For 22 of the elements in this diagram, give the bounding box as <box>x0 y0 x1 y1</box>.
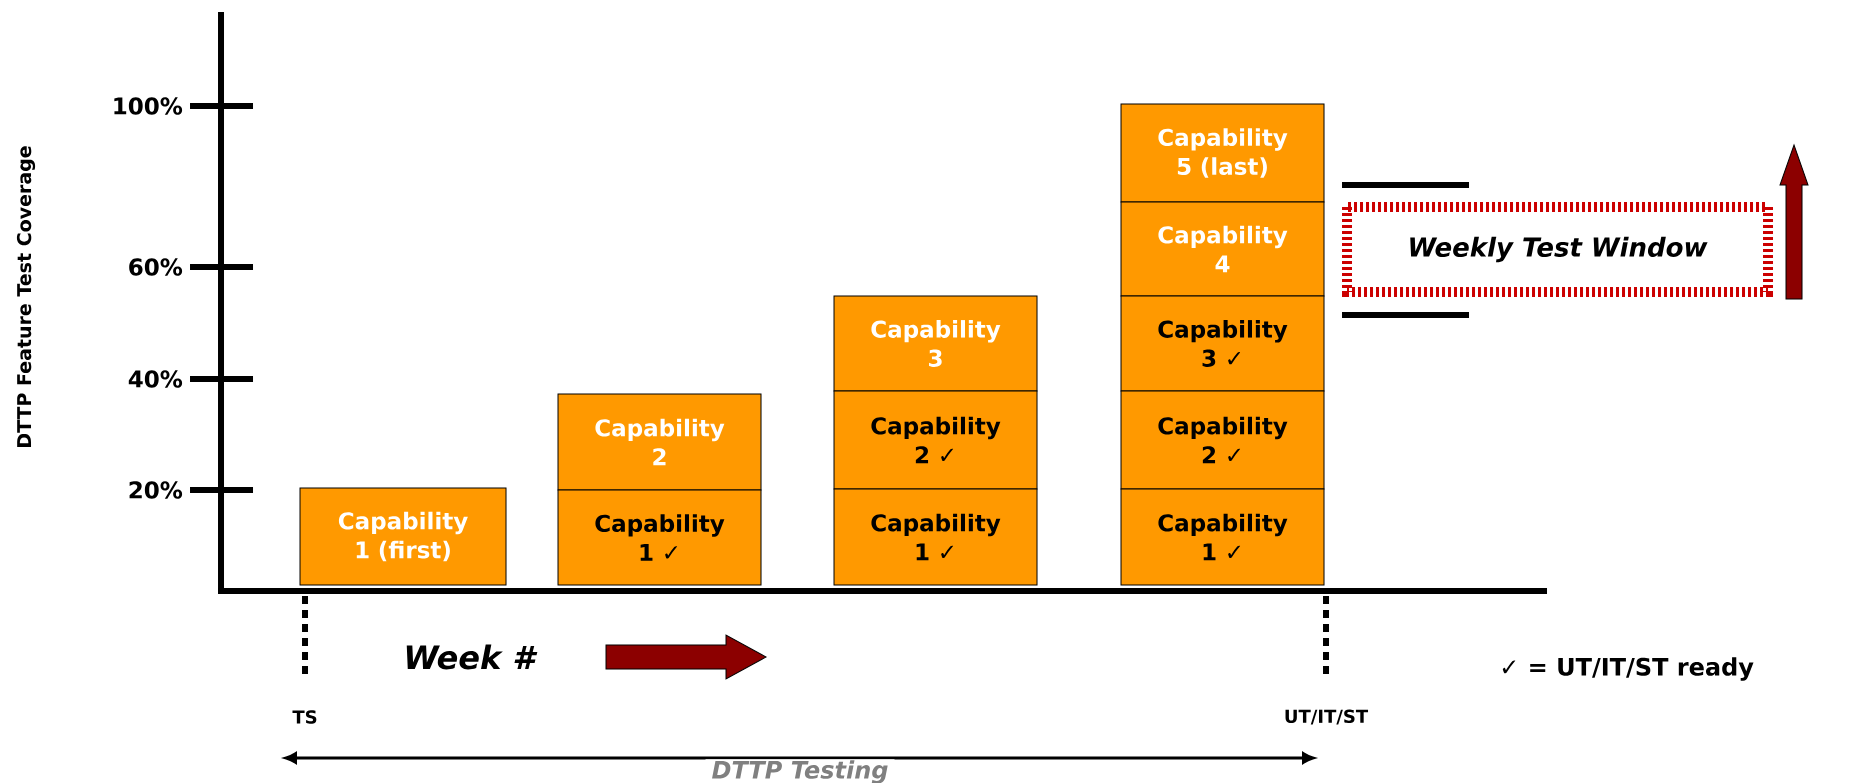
tick-label: 20% <box>129 481 183 499</box>
tick-label: 60% <box>129 258 183 276</box>
milestone-label: TS <box>292 710 317 724</box>
capability-box: Capability 3 <box>833 295 1038 392</box>
capability-box: Capability 2 ✓ <box>833 390 1038 490</box>
capability-box: Capability 2 ✓ <box>1120 390 1325 490</box>
capability-box: Capability 1 (first) <box>299 487 507 586</box>
capability-box: Capability 3 ✓ <box>1120 295 1325 392</box>
hatched-box: Weekly Test Window <box>1342 202 1773 297</box>
capability-box: Capability 1 ✓ <box>557 489 762 586</box>
axis-title: Week # <box>406 644 538 670</box>
axis-title: DTTP Feature Test Coverage <box>16 146 36 447</box>
capability-box: Capability 2 <box>557 393 762 491</box>
tick-label: 100% <box>114 97 183 115</box>
capability-box: Capability 1 ✓ <box>1120 488 1325 586</box>
capability-box: Capability 5 (last) <box>1120 103 1325 203</box>
dimension-label: DTTP Testing <box>705 759 895 783</box>
tick-label: 40% <box>128 370 183 388</box>
legend-note: ✓ = UT/IT/ST ready <box>1502 657 1754 681</box>
capability-box: Capability 1 ✓ <box>833 488 1038 586</box>
capability-box: Capability 4 <box>1120 201 1325 297</box>
milestone-label: UT/IT/ST <box>1285 709 1369 725</box>
